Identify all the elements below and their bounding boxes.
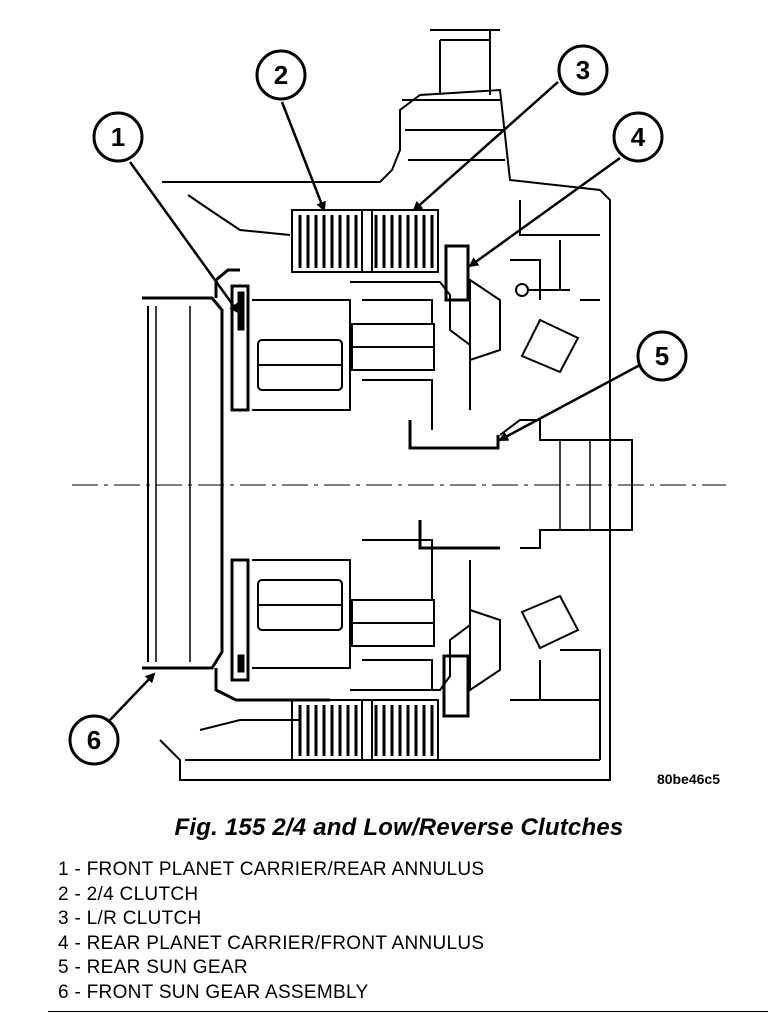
legend-item: 3 - L/R CLUTCH — [58, 908, 202, 930]
legend-item: 4 - REAR PLANET CARRIER/FRONT ANNULUS — [58, 932, 485, 954]
front-sun-gear-assembly — [142, 268, 330, 702]
leader-5 — [498, 363, 641, 442]
svg-text:6: 6 — [87, 725, 101, 755]
legend: 1 - FRONT PLANET CARRIER/REAR ANNULUS 2 … — [58, 858, 484, 1006]
lower-clutch-pack — [291, 699, 439, 761]
svg-text:2: 2 — [274, 60, 288, 90]
rear-sun-gear-and-shaft — [408, 419, 633, 550]
callout-4: 4 — [612, 111, 664, 163]
transmission-housing — [159, 29, 611, 781]
svg-text:1: 1 — [111, 122, 125, 152]
callout-5: 5 — [636, 330, 688, 382]
leader-3 — [412, 81, 559, 212]
clutch-cutaway-diagram: 1 2 3 4 5 6 80be46c5 — [68, 29, 726, 787]
figure-caption: Fig. 155 2/4 and Low/Reverse Clutches — [174, 814, 624, 841]
leader-1 — [128, 161, 240, 314]
bottom-divider — [48, 1011, 768, 1012]
leader-6 — [109, 672, 156, 721]
callout-2: 2 — [255, 49, 307, 101]
svg-text:3: 3 — [576, 55, 590, 85]
tapered-bearings — [469, 259, 580, 701]
callout-1: 1 — [92, 111, 144, 163]
callout-3: 3 — [557, 44, 609, 96]
front-planet-carrier — [230, 284, 351, 682]
callout-6: 6 — [68, 714, 120, 766]
planet-pinions — [257, 299, 435, 690]
legend-item: 5 - REAR SUN GEAR — [58, 957, 248, 979]
leader-4 — [468, 156, 621, 268]
legend-item: 2 - 2/4 CLUTCH — [58, 883, 199, 905]
leader-2 — [280, 101, 326, 212]
svg-text:4: 4 — [631, 122, 646, 152]
legend-item: 1 - FRONT PLANET CARRIER/REAR ANNULUS — [58, 859, 485, 880]
legend-item: 6 - FRONT SUN GEAR ASSEMBLY — [58, 981, 369, 1003]
upper-clutch-pack — [291, 209, 439, 273]
svg-text:5: 5 — [655, 341, 669, 371]
callout-leaders — [109, 81, 641, 721]
figure-code: 80be46c5 — [657, 771, 720, 787]
